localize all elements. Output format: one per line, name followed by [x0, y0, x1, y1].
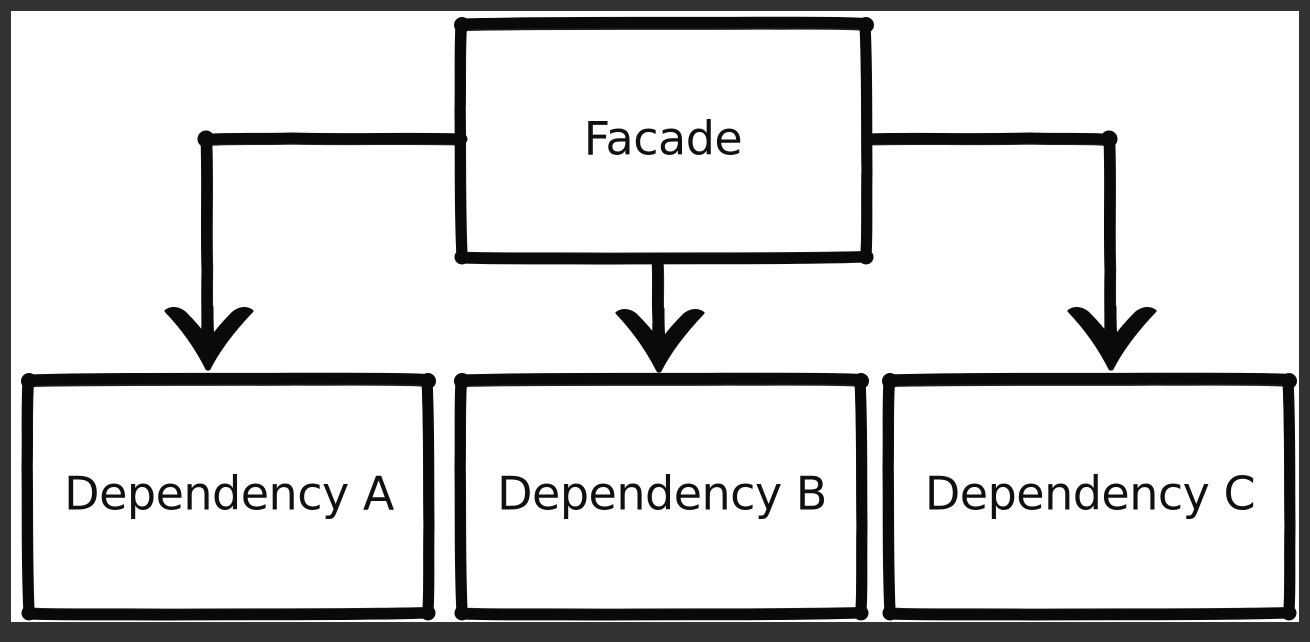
dependency-c-box-overdraw — [885, 377, 1293, 617]
dependency-c-corner-br — [1281, 605, 1297, 621]
facade-box-outline-overdraw — [457, 21, 870, 261]
dependency-c-corner-tr — [1281, 373, 1297, 389]
facade-corner-tr — [858, 17, 874, 33]
node-dependency-c[interactable]: Dependency C — [882, 372, 1297, 621]
dependency-b-corner-tl — [454, 373, 470, 389]
edge-c-horizontal-overdraw — [864, 136, 1112, 146]
dependency-b-box-overdraw — [457, 377, 865, 617]
edge-facade-to-dependency-c[interactable] — [861, 130, 1157, 371]
edge-facade-to-dependency-a[interactable] — [164, 130, 468, 371]
edge-c-arrowhead — [1067, 305, 1157, 371]
dependency-c-corner-bl — [882, 605, 898, 621]
diagram-svg: Facade — [21, 16, 1297, 621]
node-dependency-a[interactable]: Dependency A — [21, 372, 436, 621]
dependency-b-corner-bl — [454, 605, 470, 621]
edge-b-arrowhead — [615, 307, 705, 373]
dependency-a-label: Dependency A — [64, 467, 395, 521]
facade-label: Facade — [584, 112, 742, 166]
facade-corner-bl — [454, 249, 470, 265]
edge-facade-to-dependency-b[interactable] — [615, 252, 705, 373]
facade-corner-tl — [454, 17, 470, 33]
dependency-b-corner-tr — [853, 373, 869, 389]
dependency-a-box-overdraw — [24, 377, 432, 617]
dependency-a-corner-tr — [420, 373, 436, 389]
dependency-a-corner-br — [420, 605, 436, 621]
dependency-b-label: Dependency B — [497, 467, 827, 521]
dependency-c-label: Dependency C — [925, 467, 1255, 521]
edge-a-horizontal-overdraw — [204, 136, 465, 146]
edge-a-arrowhead — [164, 305, 254, 371]
dependency-a-corner-tl — [21, 373, 37, 389]
facade-corner-br — [858, 249, 874, 265]
node-facade[interactable]: Facade — [454, 16, 874, 265]
dependency-b-corner-br — [853, 605, 869, 621]
dependency-a-corner-bl — [21, 605, 37, 621]
diagram-canvas: Facade — [11, 11, 1299, 622]
node-dependency-b[interactable]: Dependency B — [454, 372, 869, 621]
dependency-c-corner-tl — [882, 373, 898, 389]
